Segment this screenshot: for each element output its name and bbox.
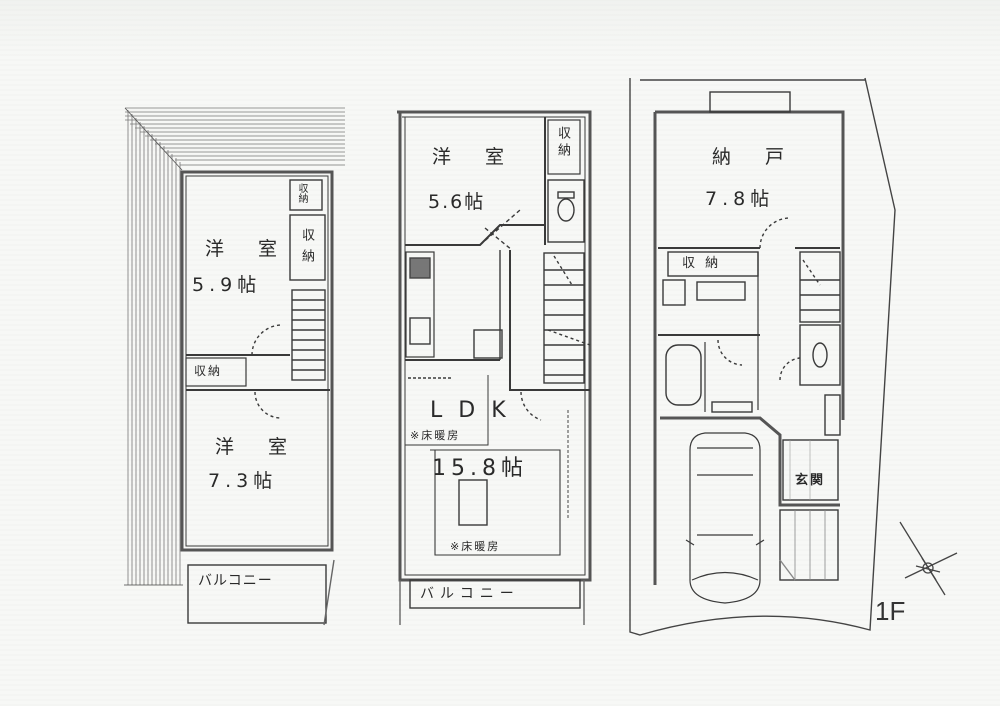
third-balcony-label: バルコニー	[198, 573, 273, 589]
third-room1-name: 洋 室	[205, 238, 292, 260]
third-floor-plan	[124, 107, 345, 626]
third-room2-size: 7.3帖	[208, 470, 278, 492]
second-storage-label: 収納	[555, 126, 570, 160]
stove-icon	[409, 257, 431, 279]
toilet-icon	[812, 342, 828, 368]
third-storage-lower-label: 収納	[194, 364, 223, 378]
roof-hatch-icon	[124, 107, 345, 586]
second-room-size: 5.6帖	[428, 191, 486, 213]
third-storage-tall-label: 収納	[299, 228, 314, 270]
third-room1-size: 5.9帖	[192, 274, 262, 296]
bathtub-icon	[665, 344, 702, 406]
stairs-icon	[799, 251, 841, 323]
second-ldk-label: LDK	[430, 398, 522, 423]
second-floor-heating-note-2: ※床暖房	[450, 540, 501, 553]
car-icon	[685, 432, 765, 604]
sink-icon	[409, 317, 431, 345]
first-storage-label: 収 納	[682, 256, 722, 271]
first-floor-plan	[629, 77, 958, 636]
stairs-icon	[543, 252, 591, 384]
north-arrow-icon	[899, 521, 958, 596]
third-room2-name: 洋 室	[215, 436, 302, 458]
second-ldk-size: 15.8帖	[432, 456, 528, 481]
floor-level-tag: 1F	[875, 596, 906, 626]
second-floor-plan	[397, 110, 592, 625]
second-balcony-label: バルコニー	[420, 586, 520, 602]
second-room-name: 洋 室	[432, 146, 519, 168]
first-room-size: 7.8帖	[705, 188, 775, 210]
third-storage-small-label: 収納	[296, 183, 307, 203]
first-entrance-label: 玄関	[795, 473, 826, 488]
second-floor-heating-note-1: ※床暖房	[410, 429, 461, 442]
toilet-icon	[557, 191, 575, 222]
stairs-icon	[291, 289, 326, 381]
first-room-name: 納 戸	[712, 146, 799, 168]
